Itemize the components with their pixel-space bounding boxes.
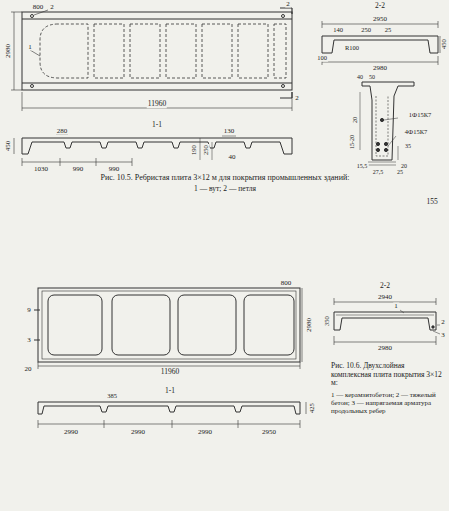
dimension-label: 1-1: [151, 121, 163, 129]
dimension-label: 1030: [33, 166, 49, 173]
dimension-label: 130: [223, 128, 236, 135]
dimension-label: 990: [108, 166, 121, 173]
dimension-label: 280: [56, 128, 69, 135]
figure-caption: Рис. 10.5. Ребристая плита 3×12 м для по…: [100, 174, 351, 182]
ribbed-slab-plan: [11, 8, 292, 111]
dimension-label: R100: [344, 45, 360, 52]
dimension-label: 15,5: [356, 163, 369, 169]
dimension-label: 25: [396, 169, 404, 175]
two-layer-slab-plan: [34, 288, 302, 369]
dimension-label: 140: [332, 27, 344, 34]
dimension-label: 1: [393, 303, 399, 310]
dimension-label: 2980: [5, 43, 12, 59]
dimension-label: 40: [228, 154, 237, 161]
dimension-label: 2-2: [374, 2, 386, 10]
dimension-label: 50: [368, 74, 376, 80]
dimension-label: 25: [384, 27, 393, 34]
figure-caption: 1 — керамзитобетон; 2 — тяжелый бетон; 3…: [330, 391, 445, 415]
dimension-label: 2950: [261, 429, 277, 436]
dimension-label: 2990: [130, 429, 146, 436]
dimension-label: 2950: [372, 16, 388, 23]
dimension-label: 20: [352, 116, 358, 124]
dimension-label: 2980: [306, 317, 313, 333]
dimension-label: 3: [440, 332, 446, 339]
dimension-label: 15-20: [349, 134, 355, 150]
dimension-label: 1Ф15К7: [408, 112, 432, 119]
dimension-label: 2980: [372, 65, 388, 72]
dimension-label: 2940: [377, 294, 393, 301]
dimension-label: 2: [285, 1, 291, 8]
dimension-label: 27,5: [372, 169, 385, 175]
section-2-2b: [334, 298, 440, 345]
dimension-label: 350: [324, 315, 331, 327]
dimension-label: 155: [425, 198, 438, 206]
dimension-label: 190: [191, 144, 198, 156]
dimension-label: 250: [203, 144, 210, 156]
dimension-label: 4Ф15К7: [404, 129, 428, 136]
dimension-label: 2990: [63, 429, 79, 436]
dimension-label: 40: [356, 74, 364, 80]
dimension-label: 11960: [160, 368, 180, 376]
dimension-label: 990: [72, 166, 85, 173]
dimension-label: 800: [32, 4, 45, 11]
dimension-label: 2: [294, 95, 300, 102]
dimension-label: 20: [24, 366, 33, 373]
dimension-label: 2990: [197, 429, 213, 436]
dimension-label: 2: [440, 319, 446, 326]
dimension-label: 250: [360, 27, 372, 34]
dimension-label: 385: [106, 393, 118, 400]
dimension-label: 425: [309, 402, 316, 414]
dimension-label: 450: [5, 140, 12, 153]
section-2-2: [322, 21, 440, 65]
dimension-label: 800: [280, 280, 293, 287]
dimension-label: 2: [49, 4, 55, 11]
dimension-label: 35: [404, 143, 412, 149]
section-1-1: [14, 134, 292, 166]
dimension-label: 11960: [147, 100, 167, 108]
dimension-label: 100: [316, 55, 328, 62]
dimension-label: 9: [26, 307, 32, 314]
dimension-label: 1-1: [164, 387, 176, 395]
dimension-label: 3: [26, 337, 32, 344]
dimension-label: 1: [27, 44, 33, 51]
section-1-1b: [38, 402, 306, 428]
dimension-label: 2980: [377, 345, 393, 352]
rib-detail: [360, 82, 414, 165]
dimension-label: 2-2: [379, 282, 391, 290]
dimension-label: 450: [441, 38, 448, 50]
dimension-label: 1 — вут; 2 — петля: [193, 185, 257, 193]
figure-caption: Рис. 10.6. Двухслойная комплексная плита…: [330, 362, 445, 388]
